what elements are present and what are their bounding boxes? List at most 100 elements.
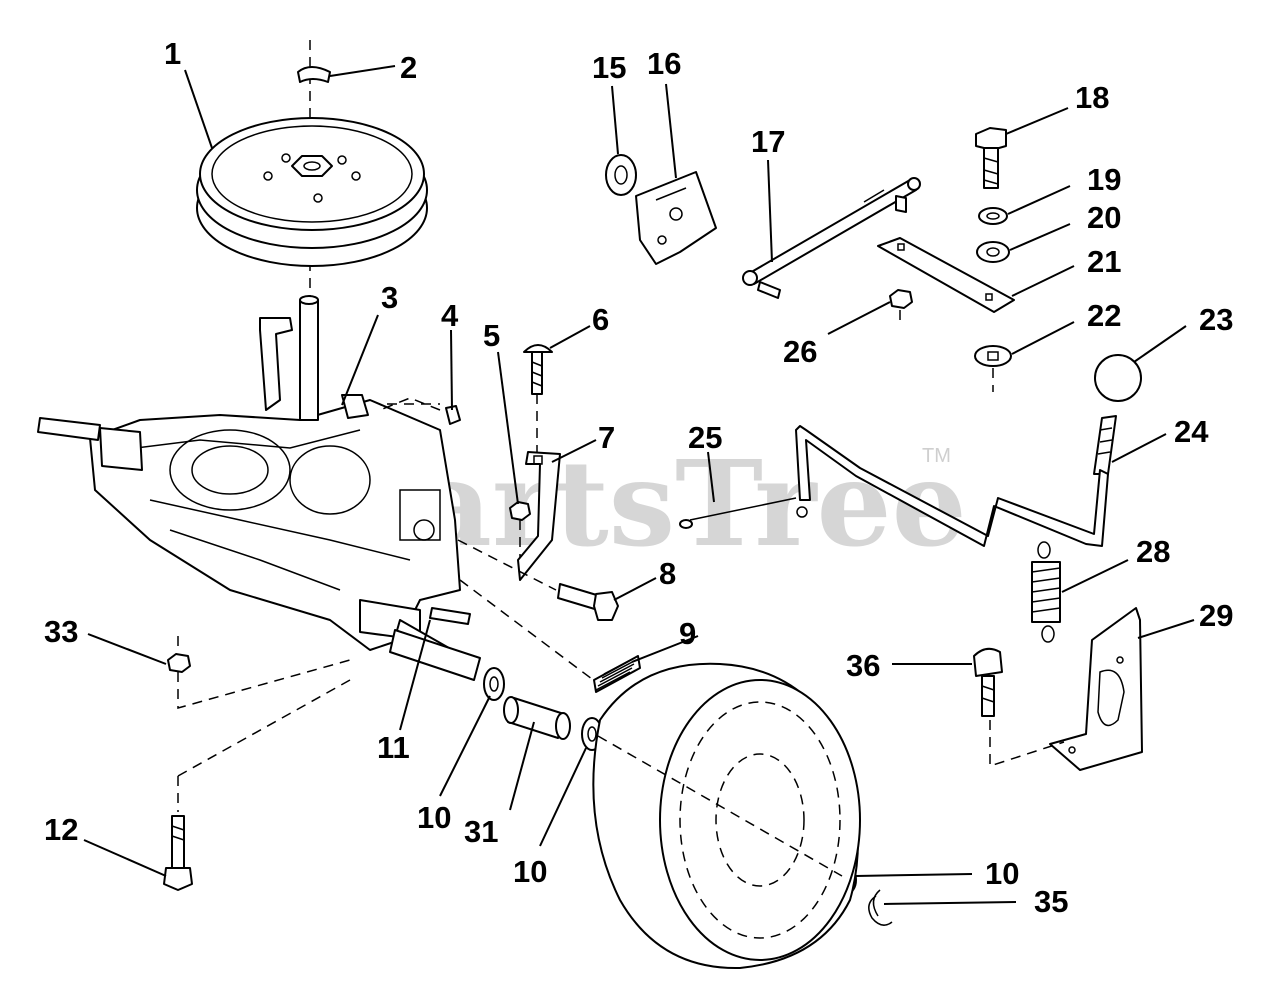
leader-7: [551, 439, 597, 463]
leader-1: [184, 69, 213, 149]
callout-23: 23: [1199, 302, 1233, 337]
part-5-nut[interactable]: [509, 501, 531, 521]
leader-33: [87, 633, 167, 665]
part-35-retaining-ring[interactable]: [868, 889, 893, 926]
part-26-nut[interactable]: [889, 289, 913, 309]
leader-19: [1007, 185, 1071, 215]
part-33-nut[interactable]: [167, 653, 191, 673]
callout-26: 26: [783, 334, 817, 369]
part-7-bracket[interactable]: [517, 451, 561, 581]
callout-20: 20: [1087, 200, 1121, 235]
part-25-rod-end[interactable]: [679, 497, 797, 529]
callout-5: 5: [483, 318, 500, 353]
callout-25: 25: [688, 420, 722, 455]
callout-19: 19: [1087, 162, 1121, 197]
part-15-washer[interactable]: [605, 154, 637, 196]
callout-28: 28: [1136, 534, 1170, 569]
leader-35: [883, 901, 1017, 905]
callout-7: 7: [598, 420, 615, 455]
callout-12: 12: [44, 812, 78, 847]
part-1-pulley[interactable]: [196, 117, 428, 267]
leader-4: [450, 329, 453, 411]
callout-1: 1: [164, 36, 181, 71]
leader-21: [1011, 265, 1075, 297]
leader-28: [1061, 559, 1129, 593]
leader-31: [509, 721, 535, 811]
leader-17: [767, 159, 773, 263]
callout-17: 17: [751, 124, 785, 159]
part-20-washer[interactable]: [976, 241, 1010, 263]
callout-3: 3: [381, 280, 398, 315]
dash-8: [457, 539, 557, 591]
leader-2: [329, 65, 396, 77]
callout-18: 18: [1075, 80, 1109, 115]
leader-23: [1133, 325, 1187, 363]
part-9-spring[interactable]: [593, 655, 641, 693]
leader-10c: [855, 873, 973, 877]
leader-26: [827, 301, 891, 335]
part-21-plate[interactable]: [877, 237, 1015, 313]
part-8-bolt[interactable]: [557, 583, 619, 621]
leader-12: [83, 839, 167, 877]
leader-11: [399, 619, 431, 731]
leader-16: [665, 83, 677, 179]
leader-10b: [539, 747, 587, 847]
part-17-rod[interactable]: [742, 177, 921, 299]
leader-18: [1005, 107, 1069, 135]
leader-3: [341, 314, 379, 406]
leader-6: [549, 325, 591, 349]
axle-shaft: [389, 629, 481, 681]
part-18-bolt[interactable]: [975, 127, 1007, 189]
callout-11: 11: [377, 730, 410, 765]
leader-20: [1009, 223, 1071, 251]
callout-15: 15: [592, 50, 626, 85]
dash-12: [177, 679, 351, 777]
leader-15: [611, 85, 619, 155]
callout-10c: 10: [985, 856, 1019, 891]
transaxle-housing[interactable]: [37, 295, 471, 673]
leader-22: [1011, 321, 1075, 355]
leader-8: [613, 577, 657, 601]
callout-36: 36: [846, 648, 880, 683]
callout-10a: 10: [417, 800, 451, 835]
part-11-key[interactable]: [429, 607, 471, 625]
callout-21: 21: [1087, 244, 1121, 279]
callout-24: 24: [1174, 414, 1209, 449]
wheel-tire[interactable]: [592, 662, 861, 970]
callout-22: 22: [1087, 298, 1121, 333]
part-36-screw[interactable]: [973, 647, 1003, 717]
leader-24: [1111, 433, 1167, 463]
part-22-washer[interactable]: [974, 345, 1012, 367]
callout-33: 33: [44, 614, 78, 649]
part-28-spring[interactable]: [1031, 541, 1061, 643]
part-6-carriage-bolt[interactable]: [523, 344, 553, 395]
callout-4: 4: [441, 298, 459, 333]
callout-10b: 10: [513, 854, 547, 889]
wheel-axis-line: [597, 735, 843, 877]
part-19-lock-washer[interactable]: [978, 207, 1008, 225]
callout-6: 6: [592, 302, 609, 337]
callout-2: 2: [400, 50, 417, 85]
part-16-bracket[interactable]: [635, 171, 717, 265]
leader-25: [707, 451, 715, 503]
part-2-retaining-clip[interactable]: [297, 66, 331, 83]
watermark-trademark: TM: [922, 445, 951, 467]
leader-5: [497, 351, 519, 505]
callout-8: 8: [659, 556, 676, 591]
part-12-bolt[interactable]: [163, 815, 193, 891]
leader-9: [631, 635, 699, 663]
dash-33b: [177, 659, 351, 709]
callout-9: 9: [679, 616, 696, 651]
leader-29: [1137, 619, 1195, 639]
part-10-washer-a[interactable]: [483, 667, 505, 701]
part-31-spacer[interactable]: [503, 696, 571, 740]
callout-31: 31: [464, 814, 498, 849]
part-23-knob[interactable]: [1094, 354, 1142, 402]
callout-29: 29: [1199, 598, 1233, 633]
callout-35: 35: [1034, 884, 1068, 919]
leader-10a: [439, 695, 491, 797]
callout-16: 16: [647, 46, 681, 81]
part-24-shift-lever[interactable]: [795, 415, 1117, 547]
part-29-bracket[interactable]: [1049, 607, 1143, 771]
